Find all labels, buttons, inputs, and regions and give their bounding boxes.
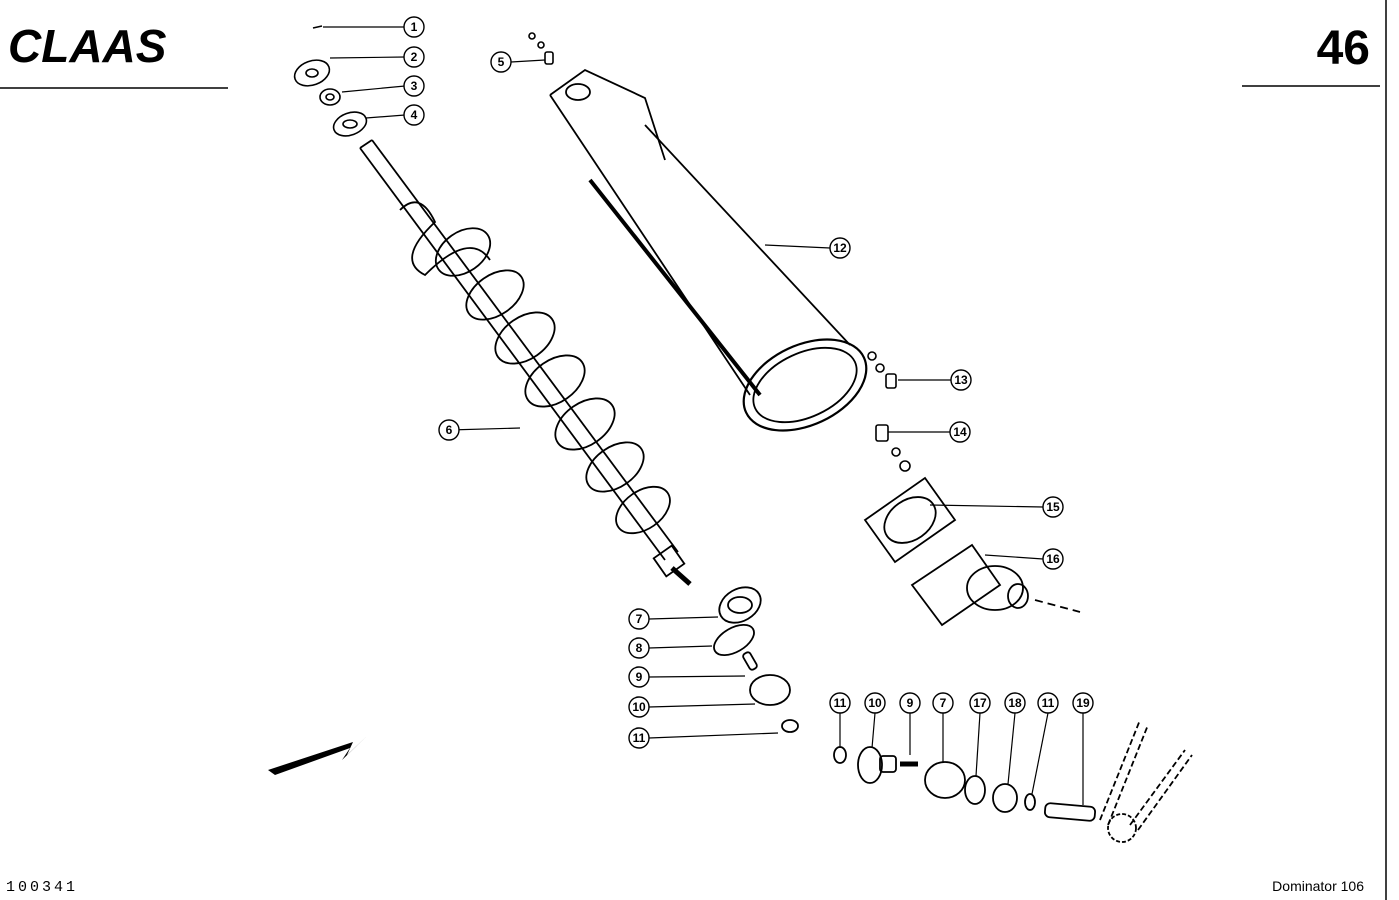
- drive-parts-left: [713, 586, 799, 733]
- callout-16: 16: [1042, 548, 1064, 570]
- page-number: 46: [1317, 22, 1370, 75]
- svg-text:13: 13: [954, 373, 968, 387]
- svg-text:12: 12: [833, 241, 847, 255]
- callout-18: 18: [1004, 692, 1026, 714]
- svg-text:10: 10: [868, 696, 882, 710]
- callout-2: 2: [403, 46, 425, 68]
- auger-flighting: [359, 139, 692, 586]
- brand-logo-text: CLAAS: [8, 20, 167, 72]
- svg-text:9: 9: [636, 670, 643, 684]
- callout-13: 13: [950, 369, 972, 391]
- bearing-housing: [910, 543, 1081, 627]
- svg-text:11: 11: [633, 731, 646, 745]
- svg-text:5: 5: [498, 55, 505, 69]
- callout-14: 14: [949, 421, 971, 443]
- svg-text:3: 3: [411, 79, 418, 93]
- callout-8: 8: [628, 637, 650, 659]
- callout-11a: 11: [628, 727, 650, 749]
- svg-text:16: 16: [1046, 552, 1060, 566]
- leader-lines: [323, 26, 1084, 805]
- callout-5: 5: [490, 51, 512, 73]
- callout-3: 3: [403, 75, 425, 97]
- bolt-hardware: [528, 32, 911, 472]
- svg-text:10: 10: [632, 700, 646, 714]
- drive-parts-right: [833, 719, 1193, 843]
- callout-11c: 11: [1037, 692, 1059, 714]
- svg-text:6: 6: [446, 423, 453, 437]
- flange-plate: [863, 476, 957, 564]
- svg-text:4: 4: [411, 108, 418, 122]
- callout-9b: 9: [899, 692, 921, 714]
- callout-9a: 9: [628, 666, 650, 688]
- svg-text:17: 17: [973, 696, 987, 710]
- callout-15: 15: [1042, 496, 1064, 518]
- callout-6: 6: [438, 419, 460, 441]
- callout-7b: 7: [932, 692, 954, 714]
- callout-10b: 10: [864, 692, 886, 714]
- callout-7a: 7: [628, 608, 650, 630]
- callout-10a: 10: [628, 696, 650, 718]
- svg-text:19: 19: [1076, 696, 1090, 710]
- callout-12: 12: [829, 237, 851, 259]
- svg-text:7: 7: [636, 612, 643, 626]
- callout-17: 17: [969, 692, 991, 714]
- auger-tube: [549, 68, 868, 432]
- svg-text:18: 18: [1008, 696, 1022, 710]
- svg-text:11: 11: [1042, 696, 1055, 710]
- svg-text:11: 11: [834, 696, 847, 710]
- document-code: 100341: [6, 879, 78, 896]
- svg-text:9: 9: [907, 696, 914, 710]
- model-name: Dominator 106: [1272, 878, 1364, 894]
- svg-text:8: 8: [636, 641, 643, 655]
- svg-text:14: 14: [953, 425, 967, 439]
- callout-1: 1: [403, 16, 425, 38]
- svg-text:2: 2: [411, 50, 418, 64]
- svg-text:1: 1: [411, 20, 418, 34]
- callout-19: 19: [1072, 692, 1094, 714]
- direction-arrow-icon: [268, 736, 367, 775]
- svg-text:15: 15: [1046, 500, 1060, 514]
- callout-11b: 11: [829, 692, 851, 714]
- callouts: 1 2 3 4 5 6 12 13 14 15 16 7 8 9 10 11 1…: [403, 16, 1094, 749]
- top-hardware: [293, 25, 368, 137]
- callout-4: 4: [403, 104, 425, 126]
- brand-logo: CLAAS: [8, 20, 167, 72]
- svg-text:7: 7: [940, 696, 947, 710]
